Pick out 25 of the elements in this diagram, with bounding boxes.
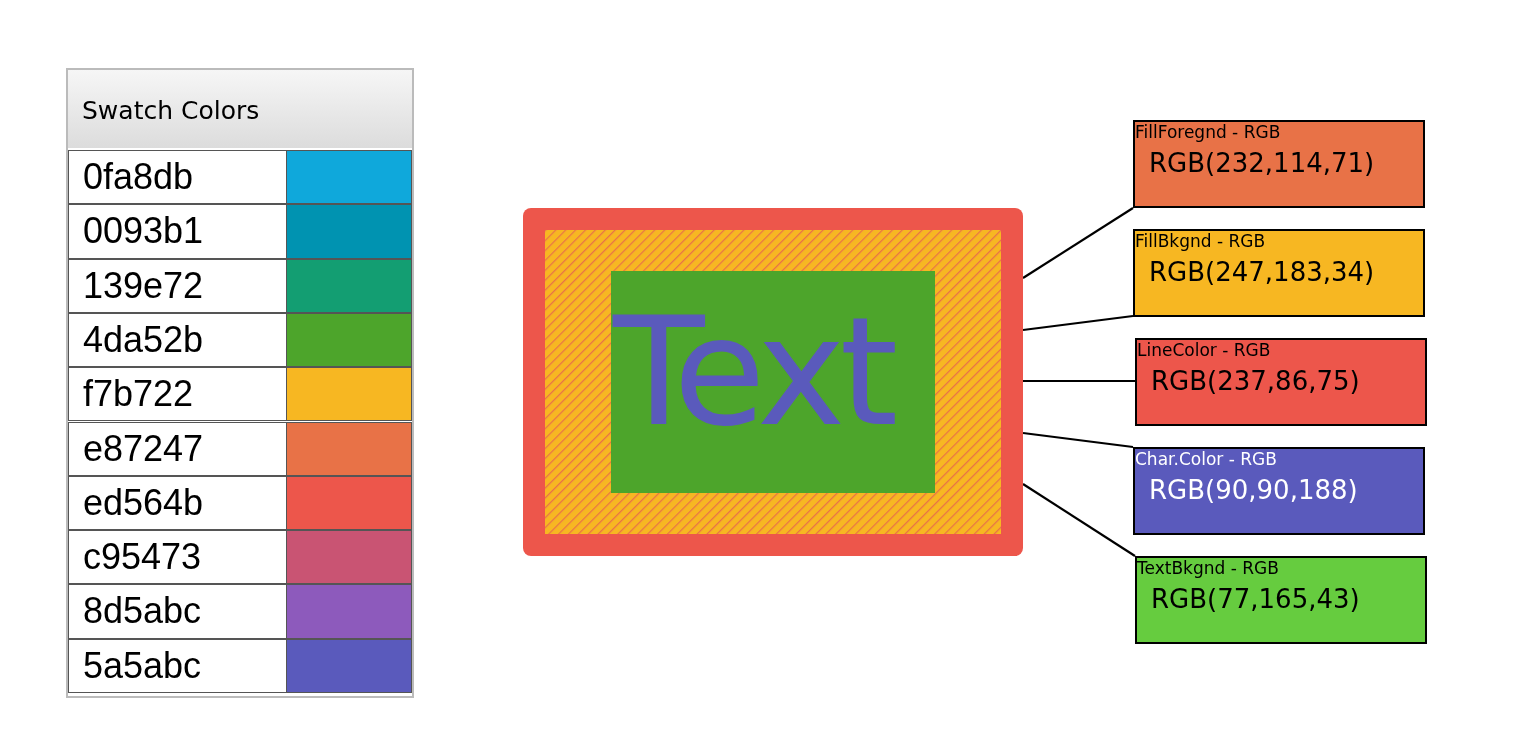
leader-line [1022, 431, 1134, 449]
leader-line [1022, 314, 1134, 332]
rgb-value: RGB(232,114,71) [1149, 147, 1375, 180]
hatched-fill-area [545, 230, 1001, 534]
text-background-box [611, 271, 935, 493]
leader-line [1023, 379, 1135, 383]
property-name: Char.Color - RGB [1135, 449, 1277, 469]
property-name: FillForegnd - RGB [1135, 122, 1281, 142]
color-callout-box [1133, 447, 1425, 535]
property-name: TextBkgnd - RGB [1137, 558, 1279, 578]
color-callout-box [1133, 229, 1425, 317]
rgb-value: RGB(237,86,75) [1151, 365, 1360, 398]
color-callout-box [1133, 120, 1425, 208]
color-callout-box [1135, 338, 1427, 426]
sample-text: Text [613, 297, 893, 447]
rgb-value: RGB(77,165,43) [1151, 583, 1360, 616]
table-header: Swatch Colors [68, 70, 412, 148]
outer-frame [523, 208, 1023, 556]
property-name: FillBkgnd - RGB [1135, 231, 1266, 251]
leader-line [1022, 207, 1134, 279]
rgb-value: RGB(90,90,188) [1149, 474, 1358, 507]
property-name: LineColor - RGB [1137, 340, 1271, 360]
leader-line [1022, 483, 1136, 557]
rgb-value: RGB(247,183,34) [1149, 256, 1375, 289]
color-callout-box [1135, 556, 1427, 644]
